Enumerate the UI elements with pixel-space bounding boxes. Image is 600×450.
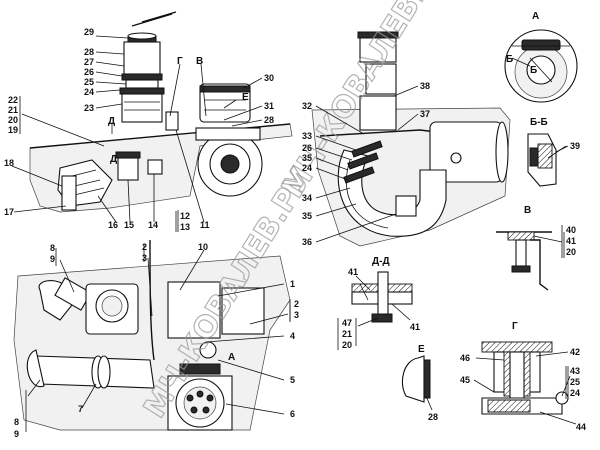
callout: 20 [8,115,18,125]
callout: 14 [148,220,158,230]
view-title: Г [512,321,518,332]
air-filter-column [119,11,177,123]
callout: 2 [142,242,147,252]
callout: 31 [264,101,274,111]
callout: 25 [570,377,580,387]
callout: 28 [84,47,94,57]
callout: 10 [198,242,208,252]
view-title: Д-Д [372,256,390,267]
section-mark: Г [177,56,183,67]
callout: 24 [570,388,580,398]
callout: 41 [566,236,576,246]
callout: 29 [84,27,94,37]
callout: 32 [302,101,312,111]
view-title: А [532,11,539,22]
callout: 46 [460,353,470,363]
section-mark: А [228,352,235,363]
callout: 4 [290,331,295,341]
callout: 18 [4,158,14,168]
callout: 1 [290,279,295,289]
callout: 9 [14,429,19,439]
callout: 8 [50,243,55,253]
callout: 23 [84,103,94,113]
view-title: В [524,205,531,216]
callout: 3 [142,253,147,263]
callout: 21 [342,329,352,339]
callout: 13 [180,222,190,232]
callout: 17 [4,207,14,217]
callout: 30 [264,73,274,83]
callout: 28 [428,412,438,422]
callout: 15 [124,220,134,230]
callout: 22 [8,95,18,105]
view-v [496,231,552,291]
callout: 20 [566,247,576,257]
section-mark: Б [506,54,513,65]
callout: 26 [84,67,94,77]
view-e [401,355,433,411]
view-a [504,29,578,103]
callout: 20 [342,340,352,350]
callout: 24 [84,87,94,97]
callout: 9 [50,254,55,264]
view-g [481,341,569,415]
callout: 3 [294,310,299,320]
intake-duct [57,111,179,211]
callout: 19 [8,125,18,135]
callout: 37 [420,109,430,119]
callout: 35 [302,211,312,221]
callout: 6 [290,409,295,419]
callout: 39 [570,141,580,151]
section-mark: Е [242,92,249,103]
callout: 2 [294,299,299,309]
callout: 35 [302,153,312,163]
callout: 16 [108,220,118,230]
view-title: Б-Б [530,117,548,128]
callout: 28 [264,115,274,125]
callout-labels: 29 28 27 26 25 24 23 22 21 20 19 Д Д Г В… [4,11,586,439]
callout: 43 [570,366,580,376]
callout: 36 [302,237,312,247]
section-mark: В [196,56,203,67]
callout: 41 [348,267,358,277]
callout: 40 [566,225,576,235]
callout: 41 [410,322,420,332]
callout: 11 [200,220,210,230]
callout: 44 [576,422,586,432]
callout: 42 [570,347,580,357]
callout: 34 [302,193,312,203]
top-center-assembly [311,31,511,247]
section-mark: Б [530,65,537,76]
callout: 5 [290,375,295,385]
callout: 47 [342,318,352,328]
bottom-left-assembly [13,239,291,431]
callout: 8 [14,417,19,427]
callout: 7 [78,404,83,414]
callout: 21 [8,105,18,115]
section-mark: Д [108,116,115,127]
hose-coupling [343,140,383,184]
view-d-d [351,271,413,323]
callout-bars [149,211,567,399]
callout: 25 [84,77,94,87]
view-b-b [527,133,567,187]
motor-housing [195,83,263,197]
callout: 24 [302,163,312,173]
section-mark: Д [110,154,117,165]
top-left-assembly [29,11,293,213]
callout: 27 [84,57,94,67]
callout: 12 [180,211,190,221]
callout: 26 [302,143,312,153]
callout: 45 [460,375,470,385]
callout: 38 [420,81,430,91]
callout: 33 [302,131,312,141]
view-title: Е [418,344,425,355]
